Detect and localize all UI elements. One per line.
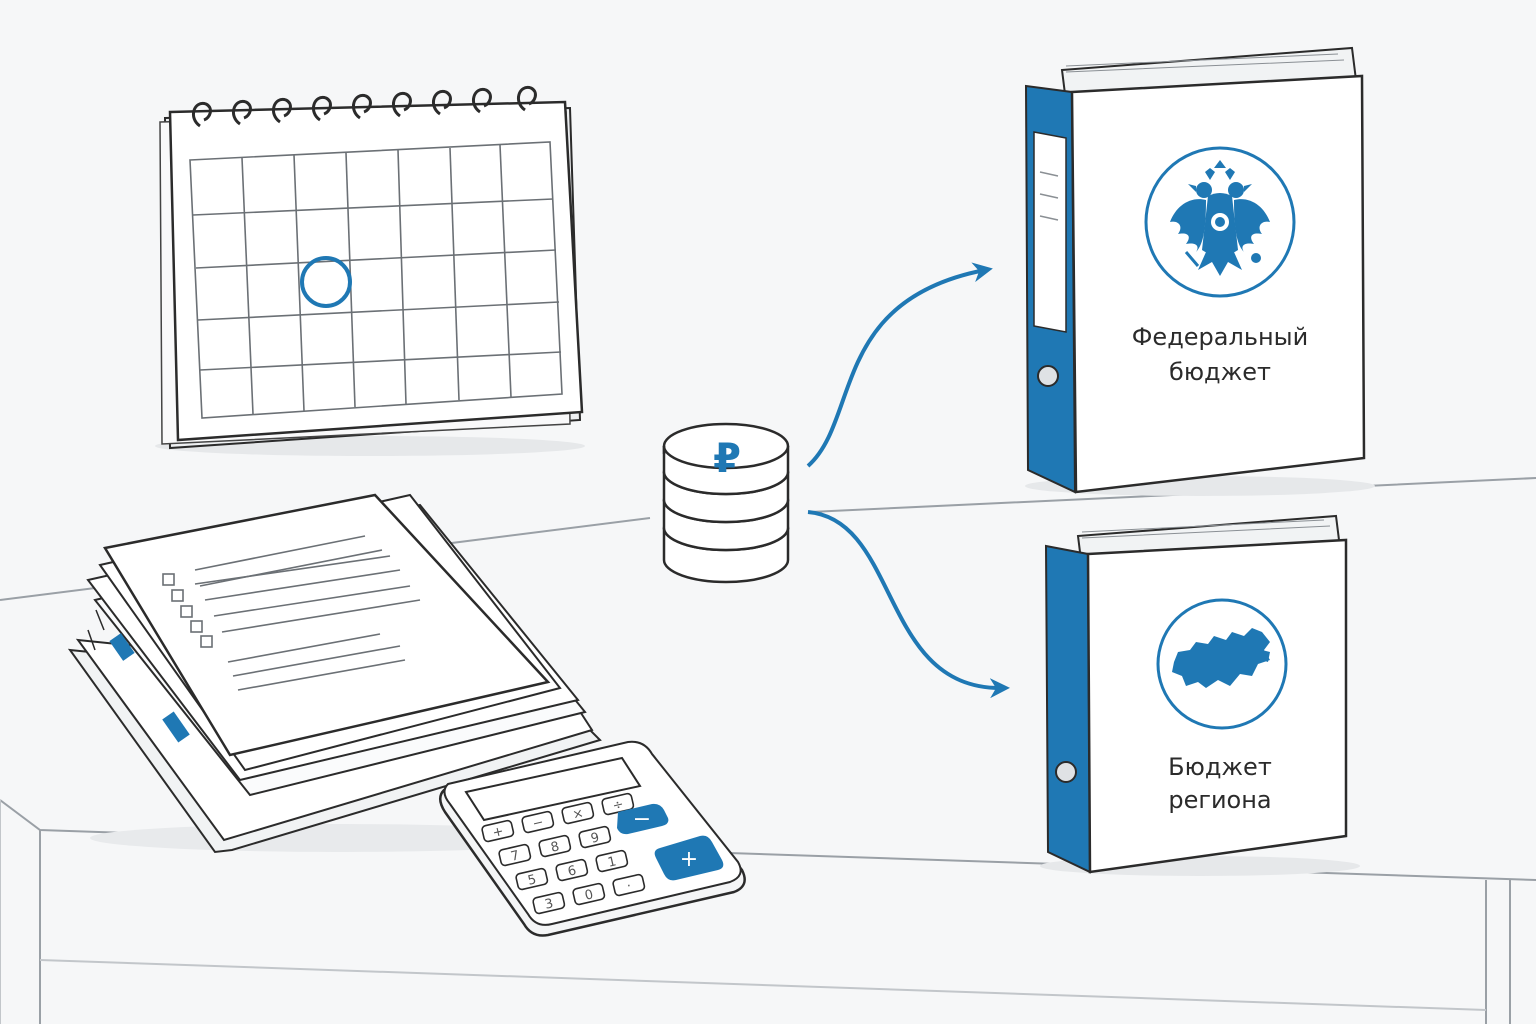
calculator-key: 6 xyxy=(555,858,589,882)
calculator-key-label: 7 xyxy=(509,848,520,864)
regional-budget-label-line1: Бюджет xyxy=(1168,753,1272,781)
ruble-coin-stack-icon: ₽ xyxy=(662,422,790,584)
calculator-icon: + − × ÷ 7 8 9 5 6 1 3 0 · − + xyxy=(439,740,746,937)
calculator-key-label: + xyxy=(491,824,505,841)
minus-key: − xyxy=(617,803,669,835)
calendar-grid xyxy=(189,141,563,419)
arrow-to-federal-budget xyxy=(806,262,993,468)
circled-date-icon xyxy=(300,256,352,308)
calculator-key-label: 9 xyxy=(589,830,600,846)
document-stack-icon xyxy=(67,493,602,854)
calculator-key-label: − xyxy=(531,815,545,832)
calculator-key: 5 xyxy=(515,867,549,891)
calculator-key-label: 8 xyxy=(549,839,560,855)
calculator-key: 9 xyxy=(578,825,612,849)
arrow-to-regional-budget xyxy=(807,510,1010,699)
calculator-key-label: 0 xyxy=(583,887,594,903)
ruble-symbol: ₽ xyxy=(713,436,741,482)
calculator-key-label: 6 xyxy=(566,863,577,879)
calculator-key-label: × xyxy=(571,806,585,823)
regional-budget-binder: Бюджет региона xyxy=(1040,514,1360,876)
calendar-rings xyxy=(191,85,537,128)
calculator-key-label: 5 xyxy=(526,872,537,888)
calculator-key: 0 xyxy=(572,882,606,906)
calculator-key: 8 xyxy=(538,834,572,858)
calculator-key-label: 3 xyxy=(543,896,554,912)
federal-budget-binder: Федеральный бюджет xyxy=(1024,46,1375,496)
double-headed-eagle-icon xyxy=(1144,146,1296,298)
calculator-key: 3 xyxy=(532,891,566,915)
calculator-keypad: + − × ÷ 7 8 9 5 6 1 3 0 · xyxy=(481,792,646,915)
calculator-key-label: 1 xyxy=(606,854,617,870)
calculator-key-label: ÷ xyxy=(611,797,625,814)
federal-budget-label-line2: бюджет xyxy=(1169,358,1271,386)
calculator-key: 1 xyxy=(595,849,629,873)
minus-key-label: − xyxy=(633,807,651,832)
calculator-key-label: · xyxy=(625,879,632,895)
calculator-key: 7 xyxy=(498,843,532,867)
calculator-key: + xyxy=(481,819,515,843)
plus-key: + xyxy=(654,835,724,881)
russia-map-icon xyxy=(1156,598,1288,730)
regional-budget-label-line2: региона xyxy=(1168,786,1271,814)
desk xyxy=(0,477,1536,1024)
calculator-key: − xyxy=(521,810,555,834)
calculator-key: × xyxy=(561,801,595,825)
plus-key-label: + xyxy=(680,847,698,872)
calendar-icon xyxy=(155,85,585,456)
calculator-key: · xyxy=(612,873,646,897)
federal-budget-label-line1: Федеральный xyxy=(1132,323,1308,351)
